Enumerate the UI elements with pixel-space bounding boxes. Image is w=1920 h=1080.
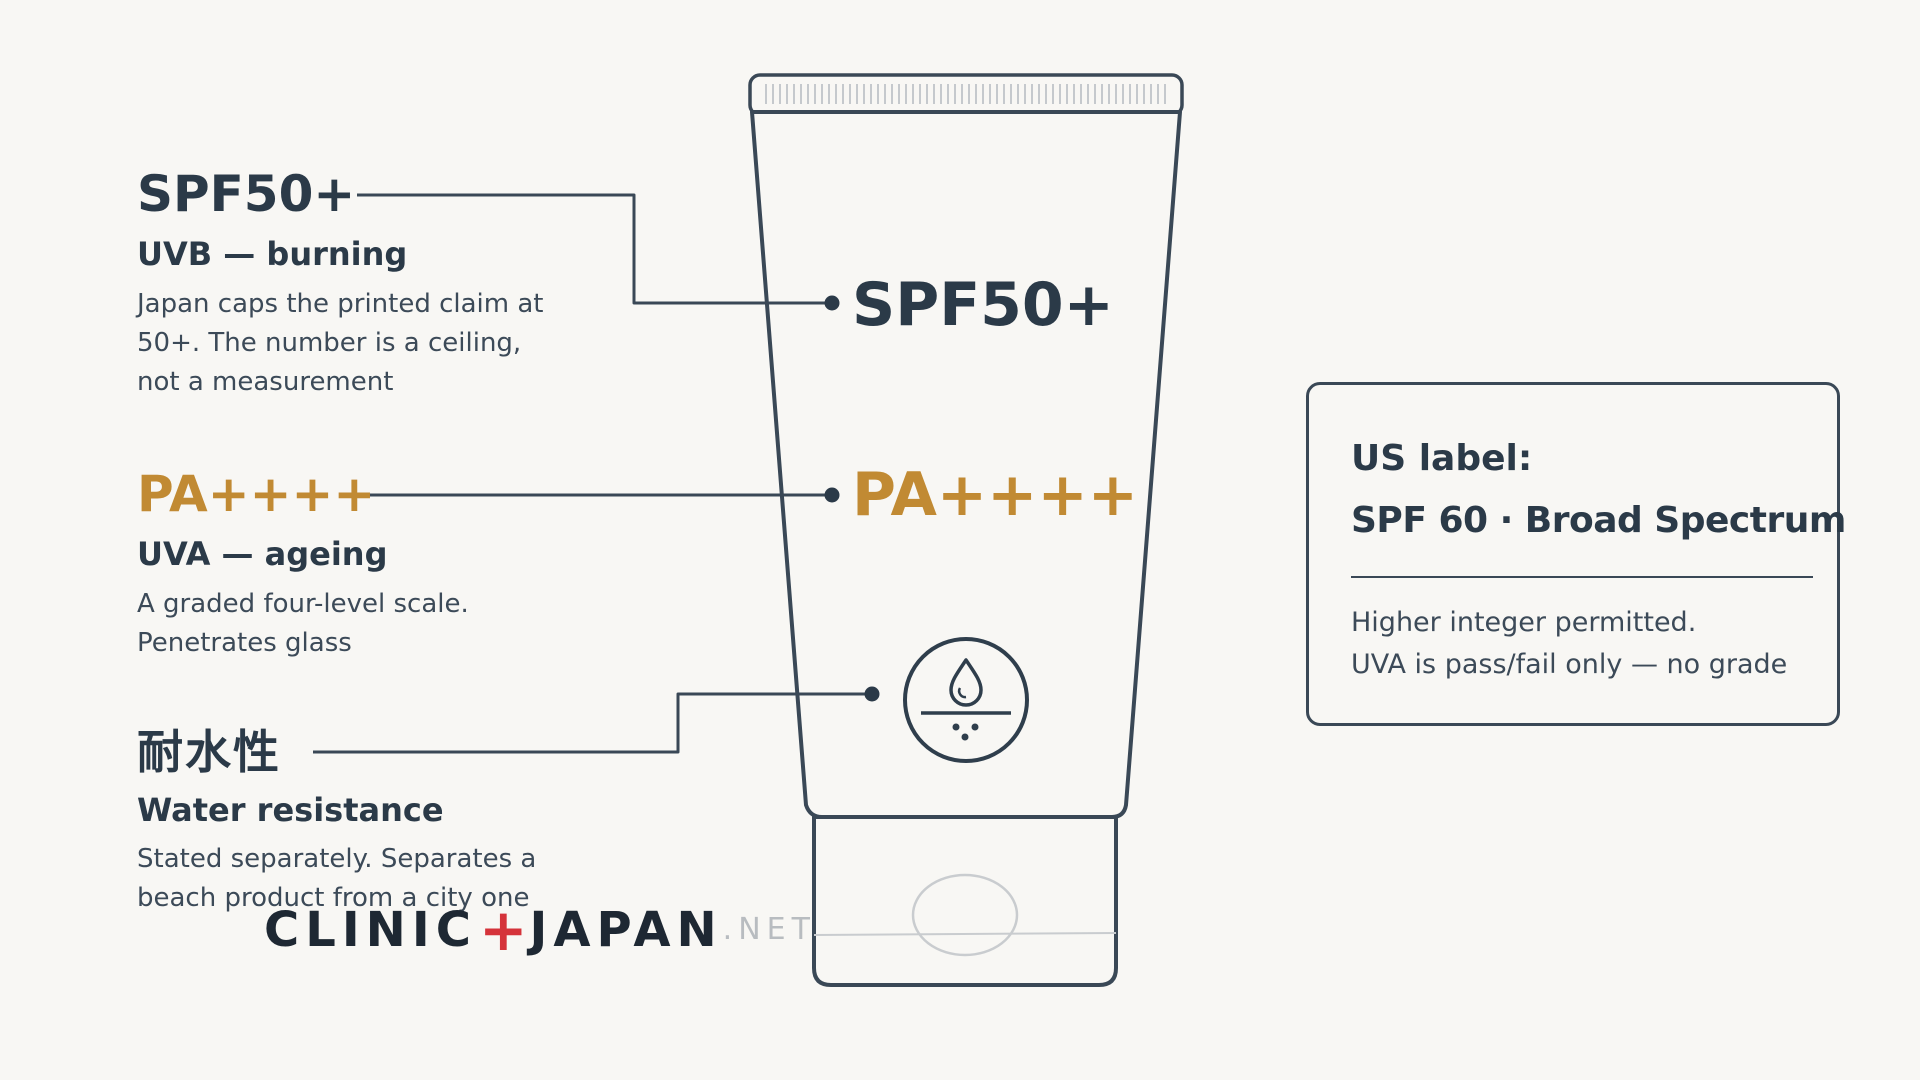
us-label-subtitle: SPF 60 · Broad Spectrum xyxy=(1351,500,1846,541)
cap-seam xyxy=(813,932,1117,936)
watermark-clinic: CLINIC xyxy=(264,902,477,958)
tube-crimp xyxy=(748,73,1184,117)
callout-water-subtitle: Water resistance xyxy=(137,791,444,829)
leader-line-water xyxy=(313,692,872,754)
leader-dot-water xyxy=(864,686,880,702)
leader-dot-spf xyxy=(824,295,840,311)
watermark-japan: JAPAN xyxy=(529,902,723,958)
callout-pa-code: PA++++ xyxy=(137,465,376,523)
callout-pa-subtitle: UVA — ageing xyxy=(137,535,388,573)
us-label-note-2: UVA is pass/fail only — no grade xyxy=(1351,649,1788,680)
leader-dot-pa xyxy=(824,487,840,503)
us-label-divider xyxy=(1351,576,1813,578)
watermark-logo: CLINIC+JAPAN.NET xyxy=(264,900,816,960)
us-label-note-1: Higher integer permitted. xyxy=(1351,607,1697,638)
cap-emboss xyxy=(911,873,1019,957)
tube-pa-label: PA++++ xyxy=(852,460,1138,530)
us-label-box: US label: SPF 60 · Broad Spectrum Higher… xyxy=(1306,382,1846,726)
callout-spf-subtitle: UVB — burning xyxy=(137,235,408,273)
us-label-title: US label: xyxy=(1351,438,1533,479)
watermark-plus-icon: + xyxy=(478,896,528,964)
leader-line-spf xyxy=(357,193,832,305)
callout-pa-description: A graded four-level scale. Penetrates gl… xyxy=(137,589,469,658)
callout-spf-code: SPF50+ xyxy=(137,165,356,223)
tube-spf-label: SPF50+ xyxy=(852,270,1114,340)
watermark-net: .NET xyxy=(722,912,816,947)
callout-spf-description: Japan caps the printed claim at 50+. The… xyxy=(137,289,544,397)
callout-water-description: Stated separately. Separates a beach pro… xyxy=(137,844,537,913)
tube-cap xyxy=(812,815,1118,987)
callout-water-code: 耐水性 xyxy=(137,725,281,779)
water-drop-icon xyxy=(903,637,1029,763)
